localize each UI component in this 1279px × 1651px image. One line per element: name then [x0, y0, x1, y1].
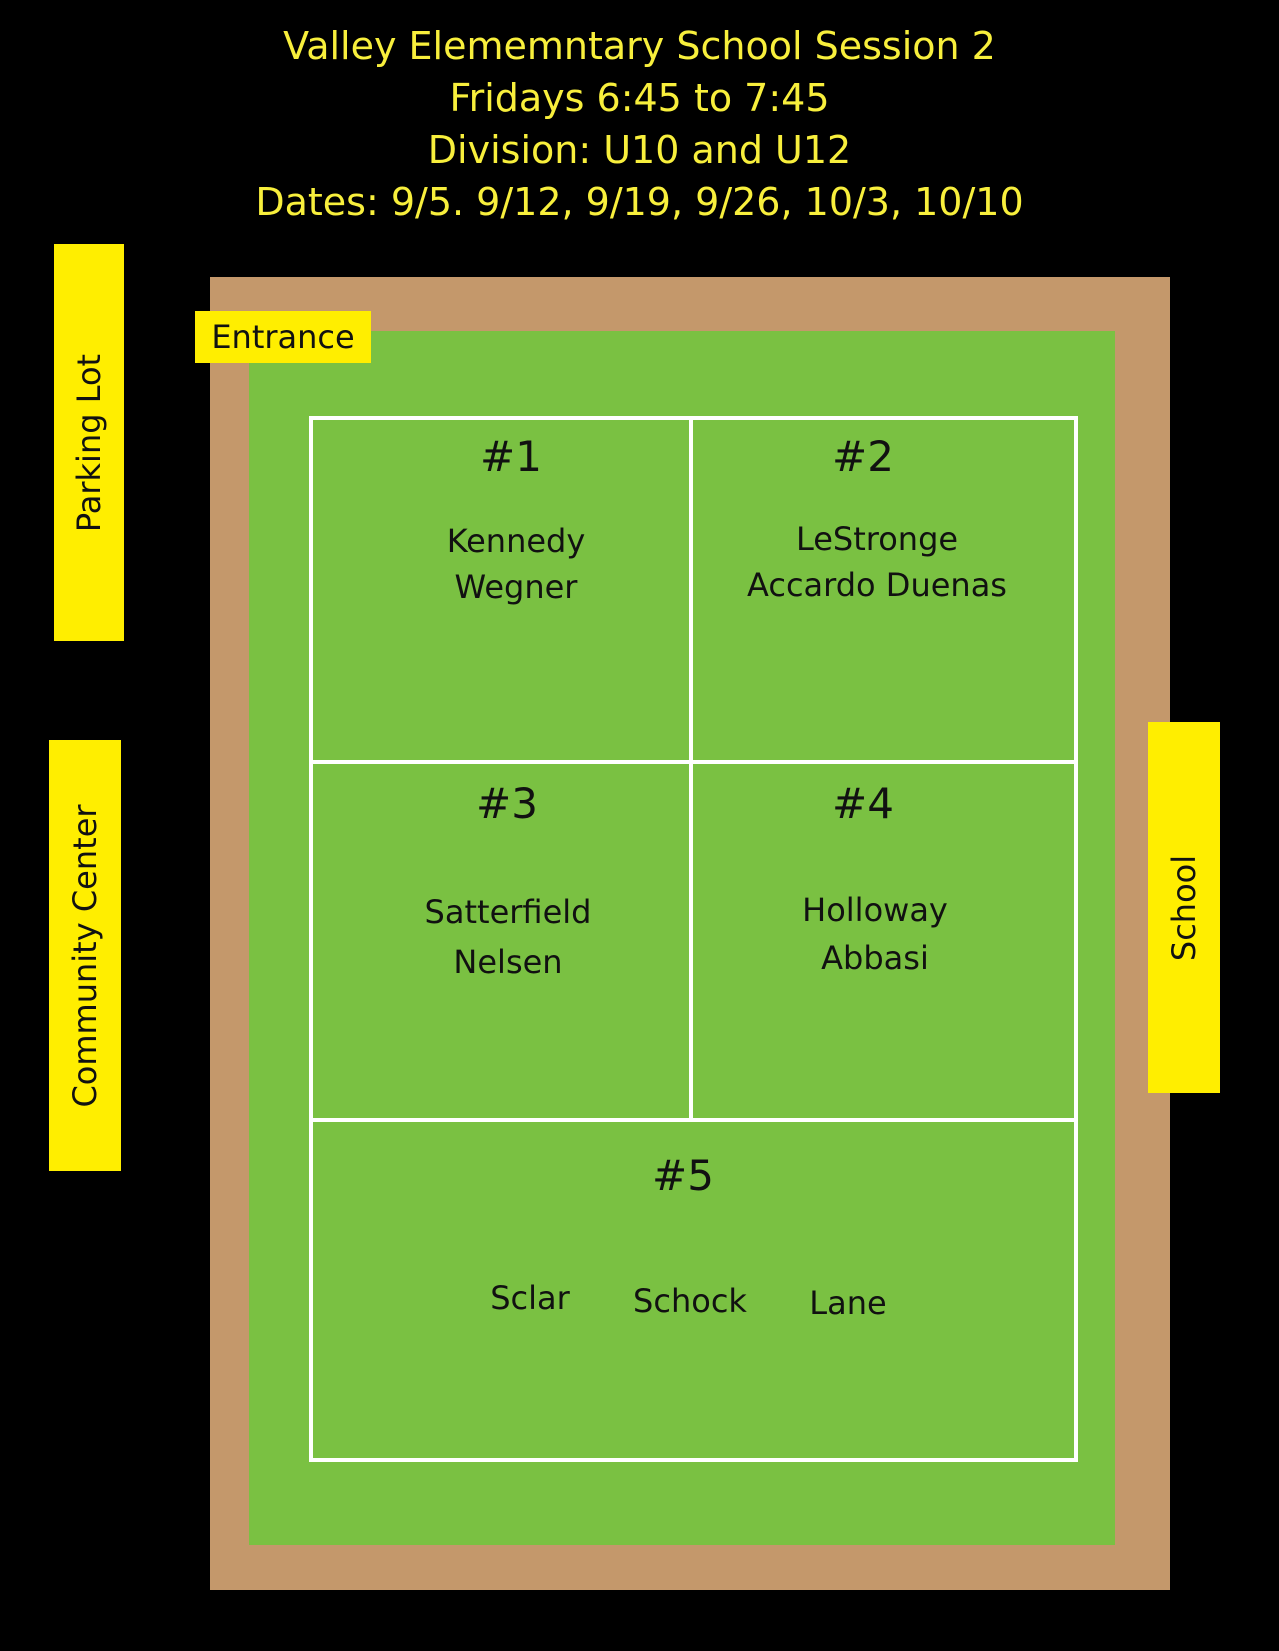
title-line-1: Valley Elememntary School Session 2 — [283, 24, 996, 68]
community-center-label: Community Center — [66, 803, 104, 1108]
field-1-coach-2: Wegner — [454, 568, 578, 606]
field-1-coach-1: Kennedy — [446, 522, 586, 560]
field-4-coach-2: Abbasi — [821, 939, 929, 977]
field-2-coach-2: Accardo Duenas — [747, 566, 1007, 604]
school-label: School — [1165, 854, 1203, 961]
field-3-number: #3 — [476, 779, 538, 828]
title-line-2: Fridays 6:45 to 7:45 — [449, 76, 830, 120]
entrance-label: Entrance — [195, 311, 371, 363]
school-marker: School — [1148, 722, 1220, 1093]
park-grass — [249, 331, 1115, 1545]
field-4-number: #4 — [832, 779, 894, 828]
field-5-coach-3: Lane — [809, 1284, 887, 1322]
field-3-coach-2: Nelsen — [453, 943, 563, 981]
parking-lot-marker: Parking Lot — [54, 244, 124, 641]
field-5 — [309, 1118, 1078, 1462]
title-line-4: Dates: 9/5. 9/12, 9/19, 9/26, 10/3, 10/1… — [255, 180, 1024, 224]
field-2-coach-1: LeStronge — [795, 520, 959, 558]
field-2-number: #2 — [832, 432, 894, 481]
field-5-coach-2: Schock — [633, 1282, 747, 1320]
field-5-coach-1: Sclar — [490, 1279, 570, 1317]
parking-lot-label: Parking Lot — [70, 353, 108, 532]
field-4-coach-1: Holloway — [802, 891, 948, 929]
field-3-coach-1: Satterfield — [424, 893, 592, 931]
field-1-number: #1 — [480, 432, 542, 481]
title-line-3: Division: U10 and U12 — [427, 128, 852, 172]
community-center-marker: Community Center — [49, 740, 121, 1171]
field-5-number: #5 — [652, 1151, 714, 1200]
